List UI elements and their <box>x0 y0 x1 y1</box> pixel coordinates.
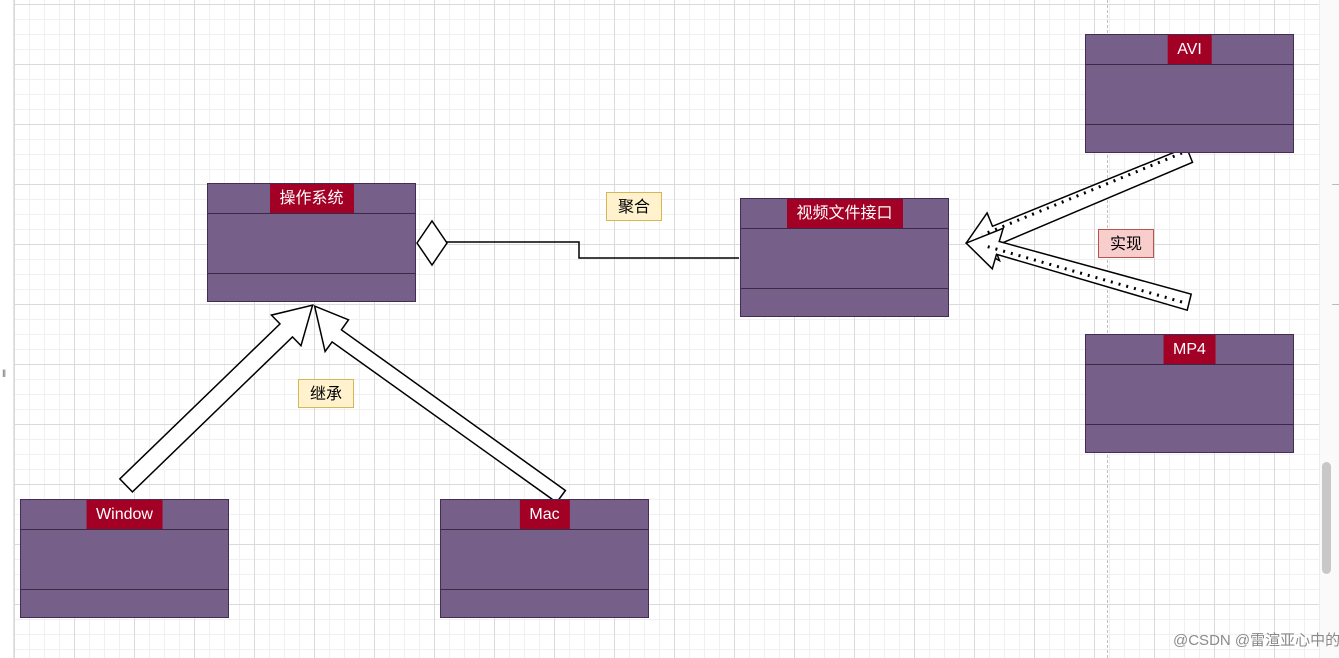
aggregation-label[interactable]: 聚合 <box>606 192 663 221</box>
class-window-title[interactable]: Window <box>86 500 163 529</box>
class-mp4-attributes-divider <box>1086 364 1293 365</box>
class-window-attributes-divider <box>21 529 228 530</box>
vertical-scrollbar-thumb[interactable] <box>1322 462 1331 574</box>
class-avi-title[interactable]: AVI <box>1167 35 1212 64</box>
class-mac-title[interactable]: Mac <box>519 500 570 529</box>
class-os-title[interactable]: 操作系统 <box>269 184 354 213</box>
class-video-interface-title[interactable]: 视频文件接口 <box>786 199 903 228</box>
class-window[interactable]: Window <box>20 499 229 618</box>
ruler-tick <box>1332 184 1339 185</box>
inheritance-arrow-mac[interactable] <box>313 304 567 504</box>
watermark: @CSDN @雷渲亚心中的枪王 <box>1173 632 1339 649</box>
class-mp4-methods-divider <box>1086 424 1293 425</box>
class-video-interface-methods-divider <box>741 288 948 289</box>
class-os[interactable]: 操作系统 <box>207 183 416 302</box>
class-video-interface[interactable]: 视频文件接口 <box>740 198 949 317</box>
class-avi-attributes-divider <box>1086 64 1293 65</box>
inheritance-label[interactable]: 继承 <box>298 379 355 408</box>
class-mac-attributes-divider <box>441 529 648 530</box>
page-break-line <box>1107 0 1108 658</box>
class-mp4-title[interactable]: MP4 <box>1163 335 1216 364</box>
realization-label[interactable]: 实现 <box>1098 229 1155 258</box>
panel-resize-handle[interactable]: ‖ <box>2 369 7 380</box>
ruler-tick <box>1332 304 1339 305</box>
class-mp4[interactable]: MP4 <box>1085 334 1294 453</box>
class-mac[interactable]: Mac <box>440 499 649 618</box>
realization-arrow-mp4[interactable] <box>964 227 1193 312</box>
class-window-methods-divider <box>21 589 228 590</box>
class-avi-methods-divider <box>1086 124 1293 125</box>
inheritance-arrow-window[interactable] <box>118 304 314 493</box>
class-os-attributes-divider <box>208 213 415 214</box>
class-avi[interactable]: AVI <box>1085 34 1294 153</box>
aggregation-edge[interactable] <box>446 241 739 259</box>
class-video-interface-attributes-divider <box>741 228 948 229</box>
left-ruler <box>0 0 14 658</box>
class-mac-methods-divider <box>441 589 648 590</box>
class-os-methods-divider <box>208 273 415 274</box>
aggregation-diamond <box>416 219 448 267</box>
